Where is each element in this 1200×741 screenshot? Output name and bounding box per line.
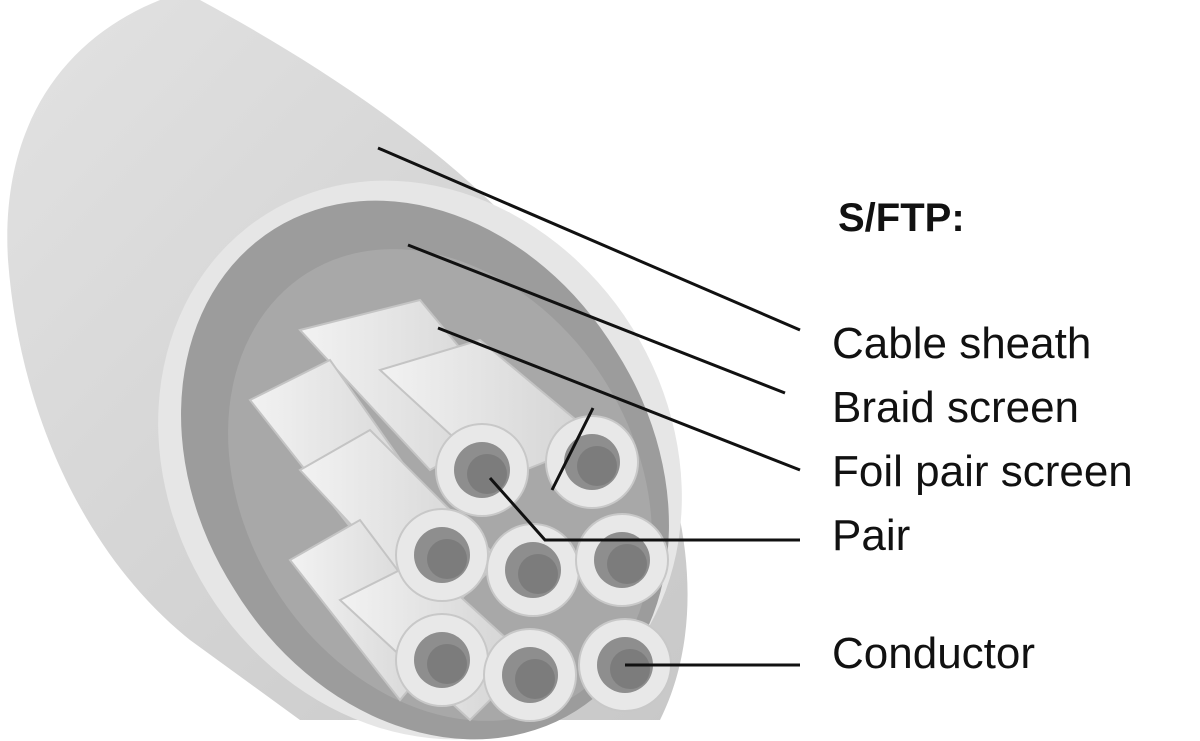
conductor: [427, 644, 467, 684]
conductor: [610, 649, 650, 689]
leader-line-foil-pair-screen: [437, 326, 801, 472]
pair-end: [486, 523, 580, 617]
pair-end: [435, 423, 529, 517]
pair-end: [395, 508, 489, 602]
pair-end: [483, 628, 577, 722]
conductor: [515, 659, 555, 699]
pair-end: [575, 513, 669, 607]
label-cable-sheath: Cable sheath: [832, 319, 1092, 368]
leader-line-braid-screen: [407, 243, 786, 395]
conductor: [518, 554, 558, 594]
label-pair: Pair: [832, 511, 911, 560]
diagram-title: S/FTP:: [838, 196, 965, 240]
conductor: [427, 539, 467, 579]
label-braid-screen: Braid screen: [832, 383, 1080, 432]
conductor: [607, 544, 647, 584]
label-foil-pair-screen: Foil pair screen: [832, 447, 1133, 496]
leader-line-cable-sheath: [377, 146, 801, 332]
conductor: [467, 454, 507, 494]
leader-line-pair: [488, 477, 800, 542]
conductor: [577, 446, 617, 486]
label-conductor: Conductor: [832, 629, 1036, 678]
leader-line-pair-2: [550, 407, 595, 491]
pair-end: [395, 613, 489, 707]
pair-end: [545, 415, 639, 509]
